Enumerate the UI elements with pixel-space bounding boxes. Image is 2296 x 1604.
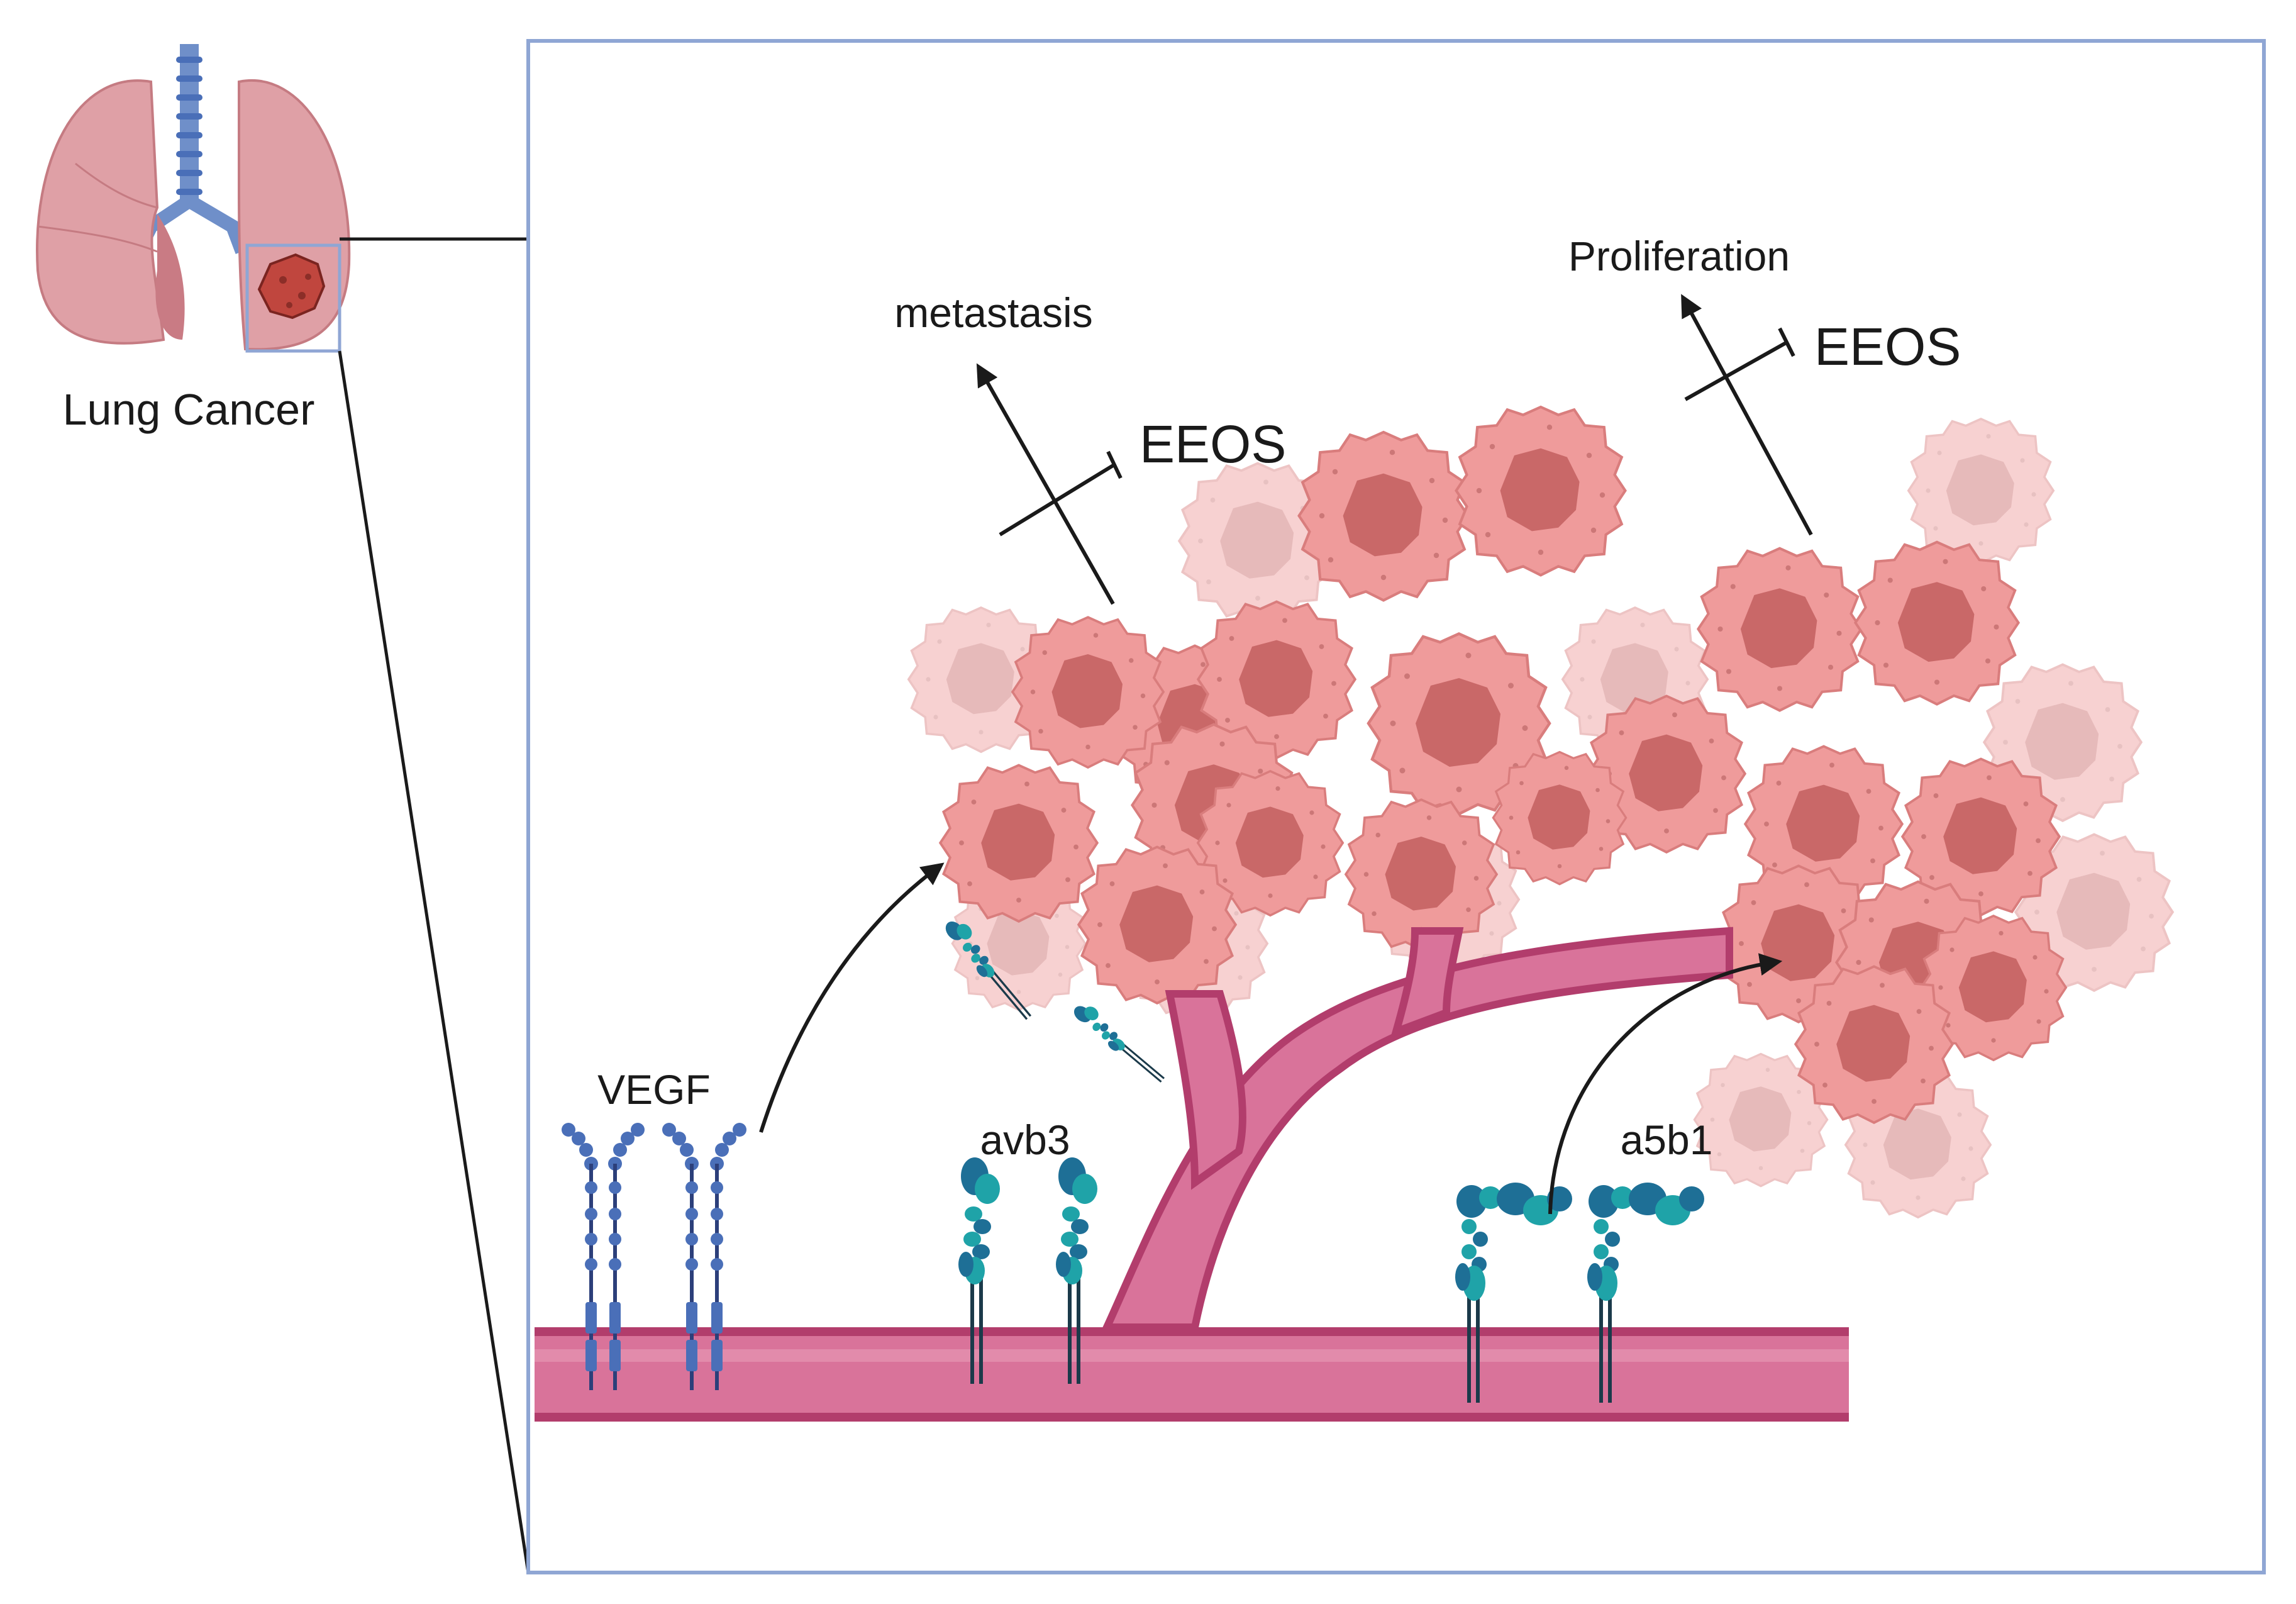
inhibition-bars — [999, 327, 1795, 537]
a5b1-label: a5b1 — [1621, 1117, 1713, 1163]
proliferation-arrow — [1681, 294, 1813, 536]
eeos-label-right: EEOS — [1814, 317, 1961, 376]
zoom-line-bottom — [338, 350, 530, 1573]
eeos-inhibit-proliferation — [1684, 341, 1787, 401]
vegf-label: VEGF — [597, 1066, 711, 1113]
arrows — [759, 294, 1813, 1215]
proliferation-label: Proliferation — [1568, 233, 1790, 279]
blood-vessel — [535, 927, 1849, 1422]
metastasis-label: metastasis — [894, 289, 1092, 336]
a5b1-to-tumor-arrow — [1548, 953, 1783, 1215]
lung-icon — [36, 44, 351, 353]
eeos-inhibit-metastasis — [999, 464, 1114, 537]
vegf-to-tumor-arrow — [759, 862, 945, 1133]
eeos-label-left: EEOS — [1140, 415, 1286, 474]
metastasis-arrow — [976, 363, 1115, 605]
avb3-label: avb3 — [980, 1117, 1070, 1163]
organ-label: Lung Cancer — [63, 385, 315, 434]
